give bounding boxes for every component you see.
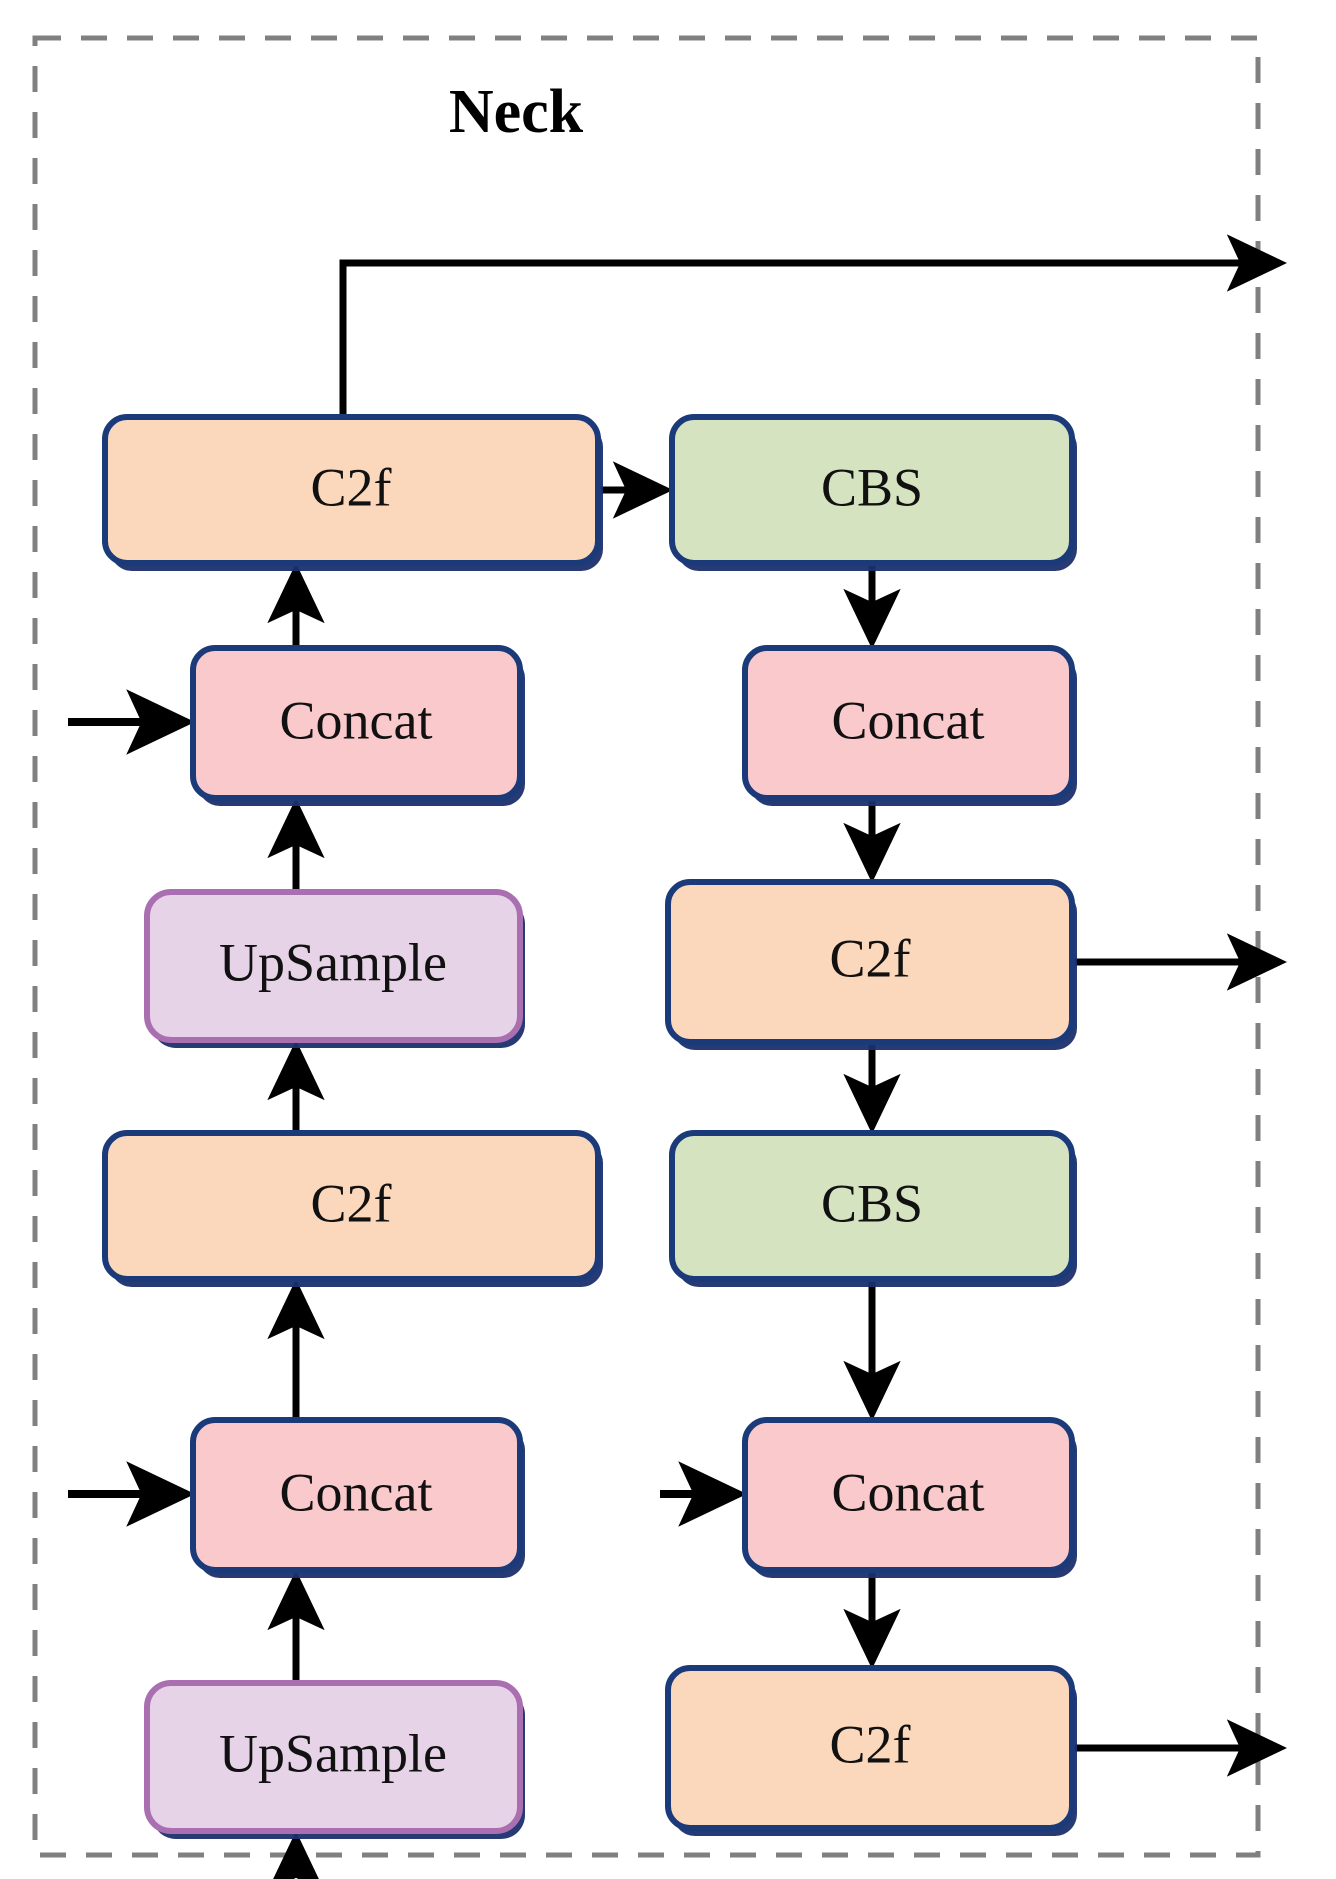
node-shape (190, 645, 523, 801)
node-shape (669, 1130, 1075, 1282)
node-label: Concat (280, 1462, 433, 1522)
edge-c2f-top-skip-out (339, 234, 1288, 417)
node-label: C2f (311, 457, 392, 517)
node-label: C2f (830, 1714, 911, 1774)
node-concat-left-2[interactable]: Concat (190, 1417, 525, 1578)
node-label: Concat (832, 1462, 985, 1522)
node-c2f-top-left[interactable]: C2f (102, 414, 603, 571)
node-label: UpSample (219, 1723, 447, 1783)
node-shape (742, 1417, 1075, 1573)
node-label: Concat (280, 690, 433, 750)
node-shape (102, 414, 601, 566)
node-label: CBS (821, 1173, 923, 1233)
node-shape (669, 414, 1075, 566)
node-cbs-top-right[interactable]: CBS (669, 414, 1077, 571)
node-label: C2f (311, 1173, 392, 1233)
node-shape (665, 879, 1075, 1045)
node-shape (190, 1417, 523, 1573)
node-concat-left-1[interactable]: Concat (190, 645, 525, 806)
node-shape (144, 1680, 523, 1834)
node-concat-right-1[interactable]: Concat (742, 645, 1077, 806)
node-shape (102, 1130, 601, 1282)
page-title: Neck (449, 78, 584, 146)
node-label: CBS (821, 457, 923, 517)
node-c2f-mid-right[interactable]: C2f (665, 879, 1077, 1050)
node-upsample-1[interactable]: UpSample (144, 889, 525, 1048)
node-label: Concat (832, 690, 985, 750)
node-cbs-bottom-right[interactable]: CBS (669, 1130, 1077, 1287)
node-c2f-bottom-right[interactable]: C2f (665, 1665, 1077, 1836)
node-concat-right-2[interactable]: Concat (742, 1417, 1077, 1578)
node-shape (742, 645, 1075, 801)
node-c2f-mid-left[interactable]: C2f (102, 1130, 603, 1287)
node-label: C2f (830, 928, 911, 988)
node-shape (144, 889, 523, 1043)
edge-group (68, 234, 1288, 1879)
node-shape (665, 1665, 1075, 1831)
node-label: UpSample (219, 932, 447, 992)
node-upsample-2[interactable]: UpSample (144, 1680, 525, 1839)
